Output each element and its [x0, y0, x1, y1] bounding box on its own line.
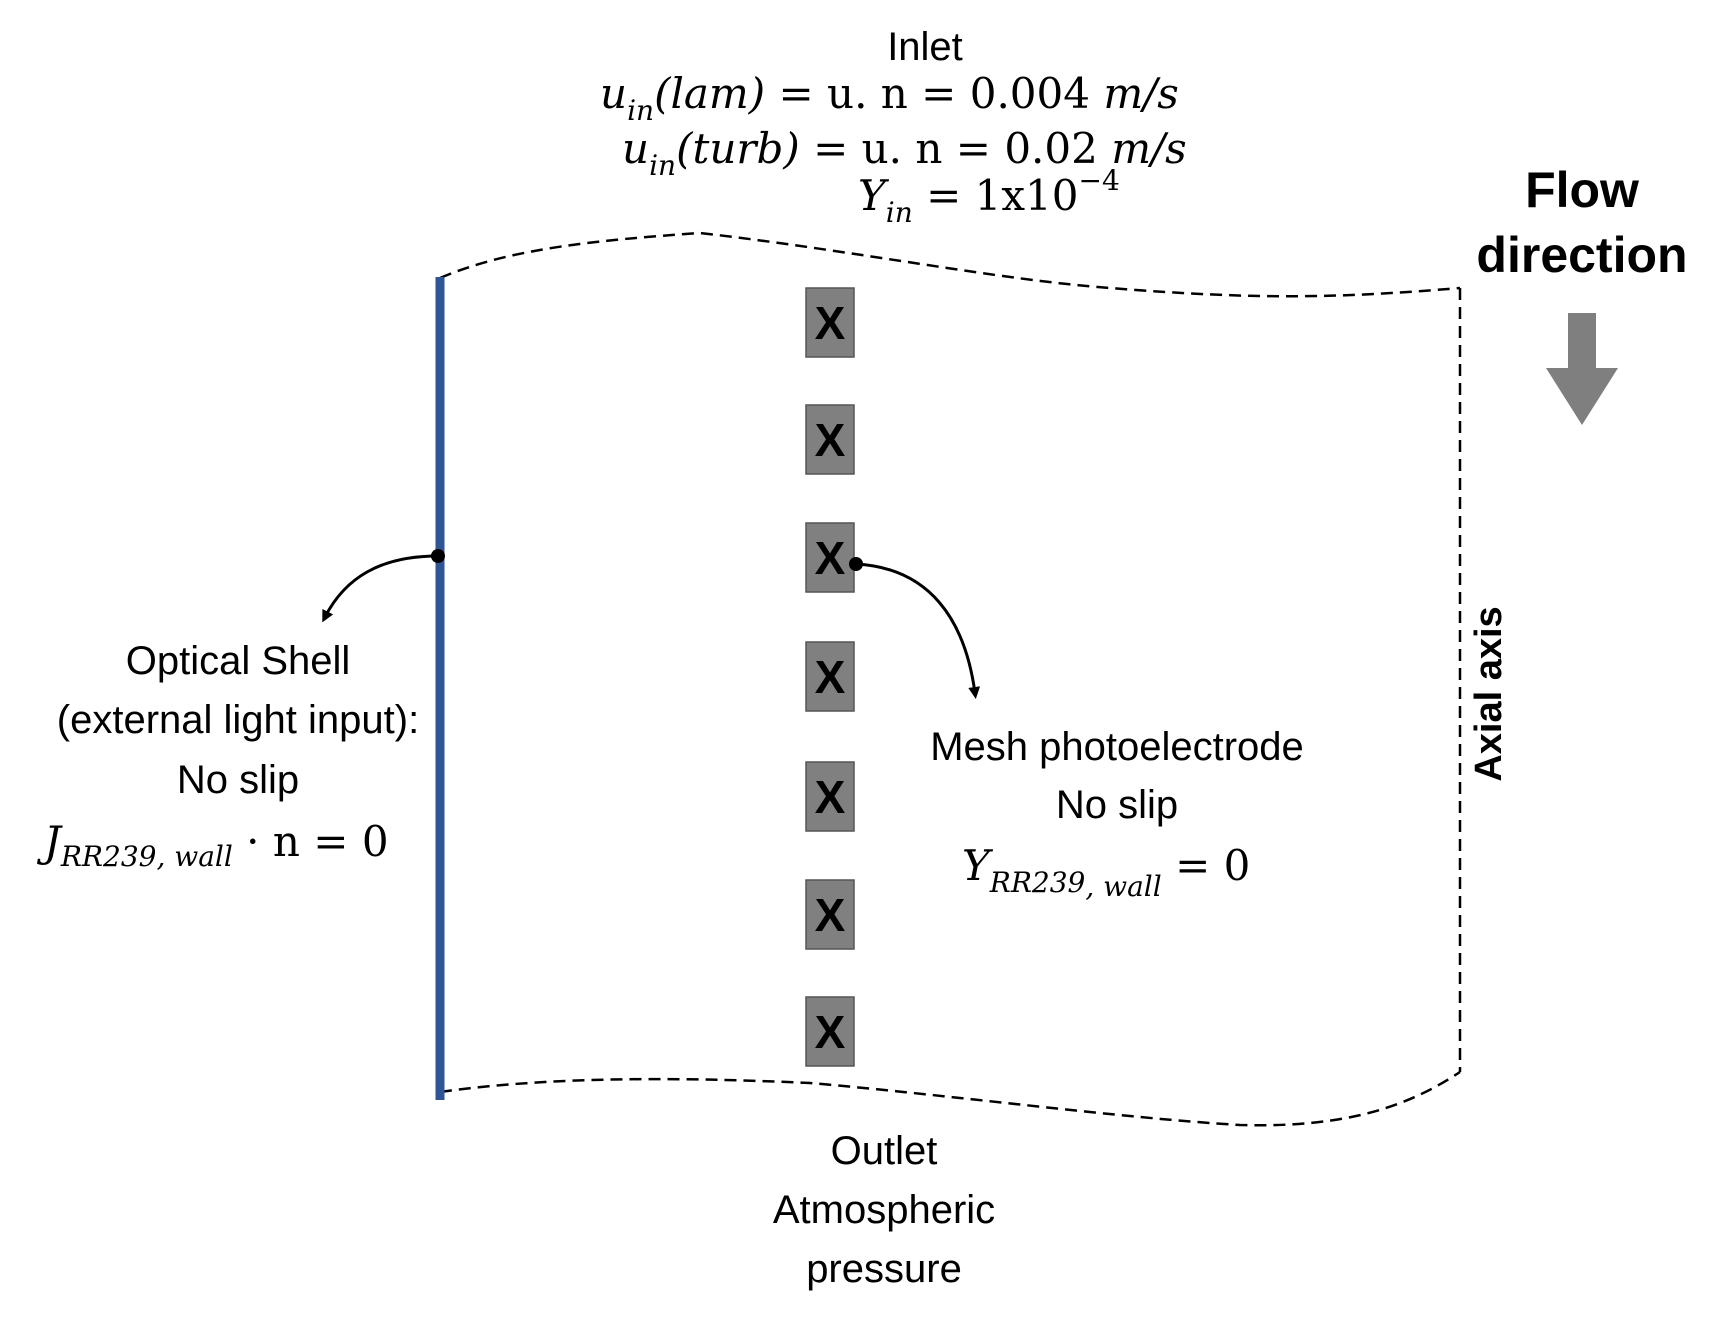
- mesh-marker: X: [805, 522, 855, 593]
- flow-direction-label-line2: direction: [1476, 227, 1687, 283]
- axial-axis-label: Axial axis: [1468, 606, 1510, 781]
- mesh-marker: X: [805, 996, 855, 1067]
- flow-direction-label-line1: Flow: [1525, 162, 1639, 218]
- outlet-title: Outlet: [831, 1129, 938, 1173]
- svg-text:X: X: [815, 771, 846, 823]
- svg-text:X: X: [815, 1006, 846, 1058]
- svg-text:X: X: [815, 297, 846, 349]
- svg-text:X: X: [815, 889, 846, 941]
- mesh-condition: No slip: [1056, 783, 1178, 827]
- outlet-condition-line1: Atmospheric: [773, 1188, 995, 1232]
- mesh-photoelectrode: X X X X X X X: [805, 287, 855, 1067]
- optical-shell-subtitle: (external light input):: [57, 698, 419, 742]
- mesh-marker: X: [805, 641, 855, 712]
- optical-shell-title: Optical Shell: [126, 639, 351, 683]
- mesh-concentration-equation: YRR239, wall = 0: [962, 841, 1250, 903]
- mesh-marker: X: [805, 287, 855, 358]
- mesh-marker: X: [805, 879, 855, 950]
- svg-text:X: X: [815, 414, 846, 466]
- mesh-marker: X: [805, 404, 855, 475]
- mesh-title: Mesh photoelectrode: [930, 725, 1304, 769]
- inlet-equation-laminar: uin(lam) = u. n = 0.004 m/s: [600, 69, 1179, 127]
- inlet-title: Inlet: [887, 25, 963, 69]
- optical-shell-condition: No slip: [177, 758, 299, 802]
- inlet-boundary: [439, 231, 1461, 298]
- mesh-marker: X: [805, 761, 855, 832]
- inlet-equation-turbulent: uin(turb) = u. n = 0.02 m/s: [622, 124, 1187, 182]
- outlet-boundary: [439, 1070, 1461, 1127]
- flow-direction-arrow-icon: [1546, 313, 1618, 425]
- inlet-concentration-equation: Yin = 1x10−4: [858, 164, 1120, 229]
- svg-text:X: X: [815, 532, 846, 584]
- optical-shell-flux-equation: JRR239, wall · n = 0: [36, 817, 389, 873]
- outlet-condition-line2: pressure: [806, 1247, 962, 1291]
- mesh-callout-arrow: [855, 562, 981, 699]
- svg-text:X: X: [815, 651, 846, 703]
- optical-shell-callout-arrow: [322, 554, 439, 623]
